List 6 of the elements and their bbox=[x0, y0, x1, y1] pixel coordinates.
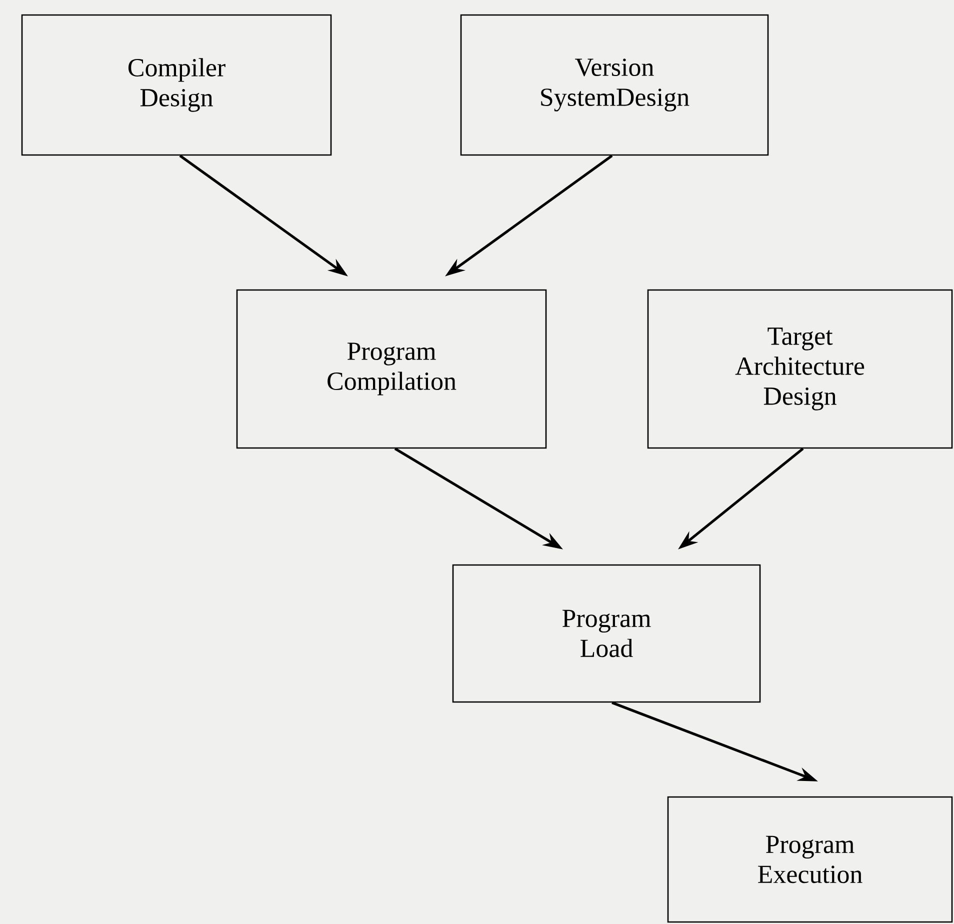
process-box: Program Execution bbox=[667, 796, 953, 923]
process-box: Compiler Design bbox=[21, 14, 332, 156]
process-box: Program Compilation bbox=[236, 289, 547, 449]
process-box: Program Load bbox=[452, 564, 761, 703]
process-box: Version SystemDesign bbox=[460, 14, 769, 156]
process-box: Target Architecture Design bbox=[647, 289, 953, 449]
